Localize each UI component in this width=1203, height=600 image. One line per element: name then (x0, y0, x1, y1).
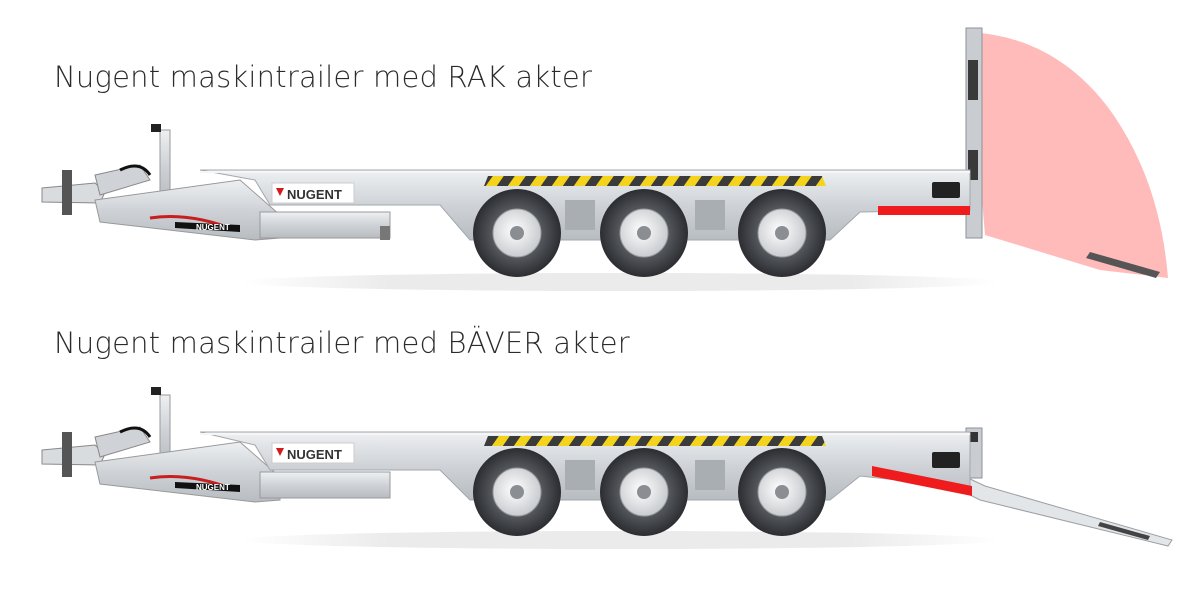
tow-hitch (41, 426, 152, 477)
chassis-beam (259, 471, 391, 499)
ground-shadow (240, 531, 1000, 549)
hazard-stripe (484, 436, 826, 446)
svg-text:NUGENT: NUGENT (287, 187, 342, 202)
rak-tailgate-swing-area (968, 32, 1168, 278)
fender-logo: NUGENT (196, 223, 230, 232)
wheel (738, 448, 826, 536)
svg-text:NUGENT: NUGENT (287, 447, 342, 462)
wheel (600, 448, 688, 536)
drawbar (94, 441, 281, 503)
ground-shadow (240, 273, 1000, 291)
rear-highlight-bar (872, 466, 972, 496)
wheel (473, 189, 561, 277)
fender-logo: NUGENT (196, 483, 230, 492)
wheel (473, 448, 561, 536)
chassis-beam (259, 211, 391, 239)
wheel (738, 189, 826, 277)
wheel (600, 189, 688, 277)
nugent-logo: NUGENT (271, 182, 355, 204)
trailer-rak-illustration: NUGENT NUGENT (41, 27, 1168, 291)
caption-rak-tailgate: Nugent maskintrailer med RAK akter (54, 60, 593, 94)
caption-baver-tailgate: Nugent maskintrailer med BÄVER akter (54, 326, 630, 360)
drawbar (94, 179, 281, 241)
nugent-logo: NUGENT (271, 442, 355, 464)
rear-highlight-bar (878, 206, 970, 215)
trailer-baver-illustration: NUGENT NUGENT (0, 300, 1203, 600)
tow-hitch (41, 164, 152, 215)
hazard-stripe (484, 176, 826, 186)
